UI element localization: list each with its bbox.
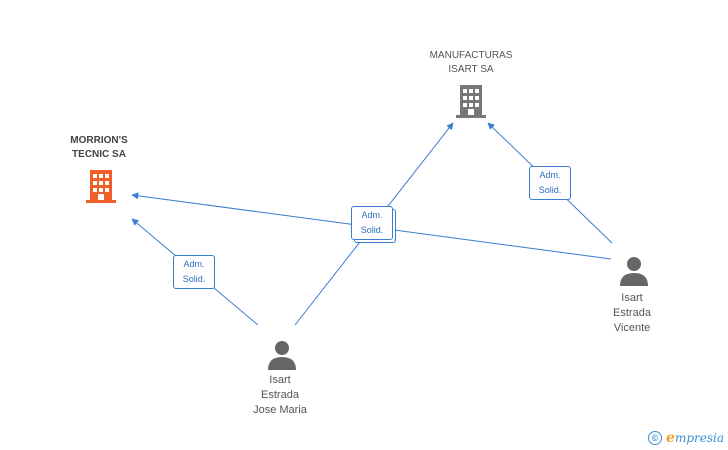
copyright-icon: © — [648, 431, 663, 445]
building-icon[interactable] — [456, 85, 486, 118]
person-label-jose-maria[interactable]: Isart Estrada Jose Maria — [253, 374, 307, 416]
relation-label-vicente-morrions[interactable]: Adm. Solid. — [351, 206, 393, 240]
person-icon[interactable] — [620, 257, 648, 286]
footer-brand: © empresia — [648, 430, 724, 446]
company-label-morrions[interactable]: MORRION'S TECNIC SA — [70, 135, 128, 160]
person-label-vicente[interactable]: Isart Estrada Vicente — [613, 292, 651, 334]
relation-label-jose-morrions[interactable]: Adm. Solid. — [173, 255, 215, 289]
person-icon[interactable] — [268, 341, 296, 370]
company-label-manufacturas[interactable]: MANUFACTURAS ISART SA — [429, 50, 513, 75]
relation-label-vicente-manufacturas[interactable]: Adm. Solid. — [529, 166, 571, 200]
brand-logo: empresia — [666, 430, 724, 446]
building-icon[interactable] — [86, 170, 116, 203]
